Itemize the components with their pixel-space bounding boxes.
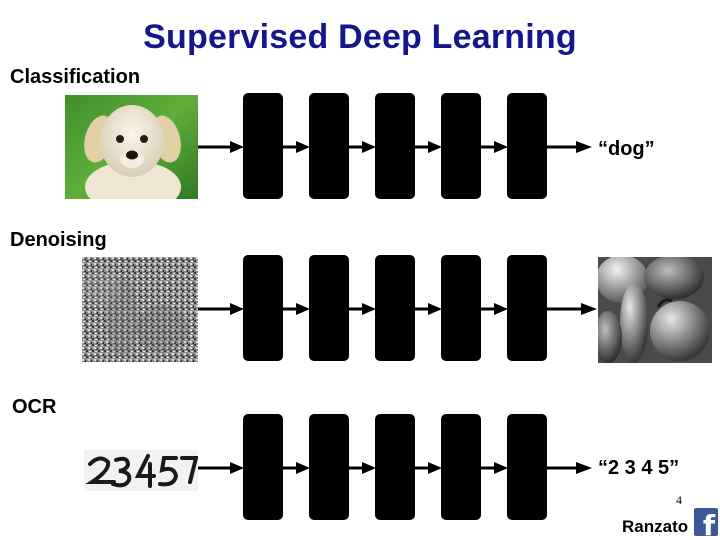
ocr-output: “2 3 4 5” xyxy=(598,457,680,479)
denoising-label: Denoising xyxy=(10,229,107,251)
denoising-row xyxy=(0,252,720,372)
facebook-logo-icon: f xyxy=(694,508,718,536)
slide-title: Supervised Deep Learning xyxy=(143,18,577,56)
page-number: 4 xyxy=(676,493,682,507)
classification-label: Classification xyxy=(10,66,141,88)
denoising-network xyxy=(198,255,597,361)
noisy-peppers-image xyxy=(82,257,198,362)
classification-output: “dog” xyxy=(598,138,655,160)
ocr-row: “2 3 4 5” xyxy=(0,410,720,530)
ocr-network xyxy=(198,414,592,520)
puppy-image xyxy=(65,95,198,199)
handwritten-digits-image xyxy=(84,450,198,491)
ocr-label: OCR xyxy=(12,396,57,418)
classification-row: “dog” xyxy=(0,90,720,210)
clean-peppers-image xyxy=(598,257,712,363)
author-name: Ranzato xyxy=(622,517,689,536)
classification-network xyxy=(198,93,592,199)
